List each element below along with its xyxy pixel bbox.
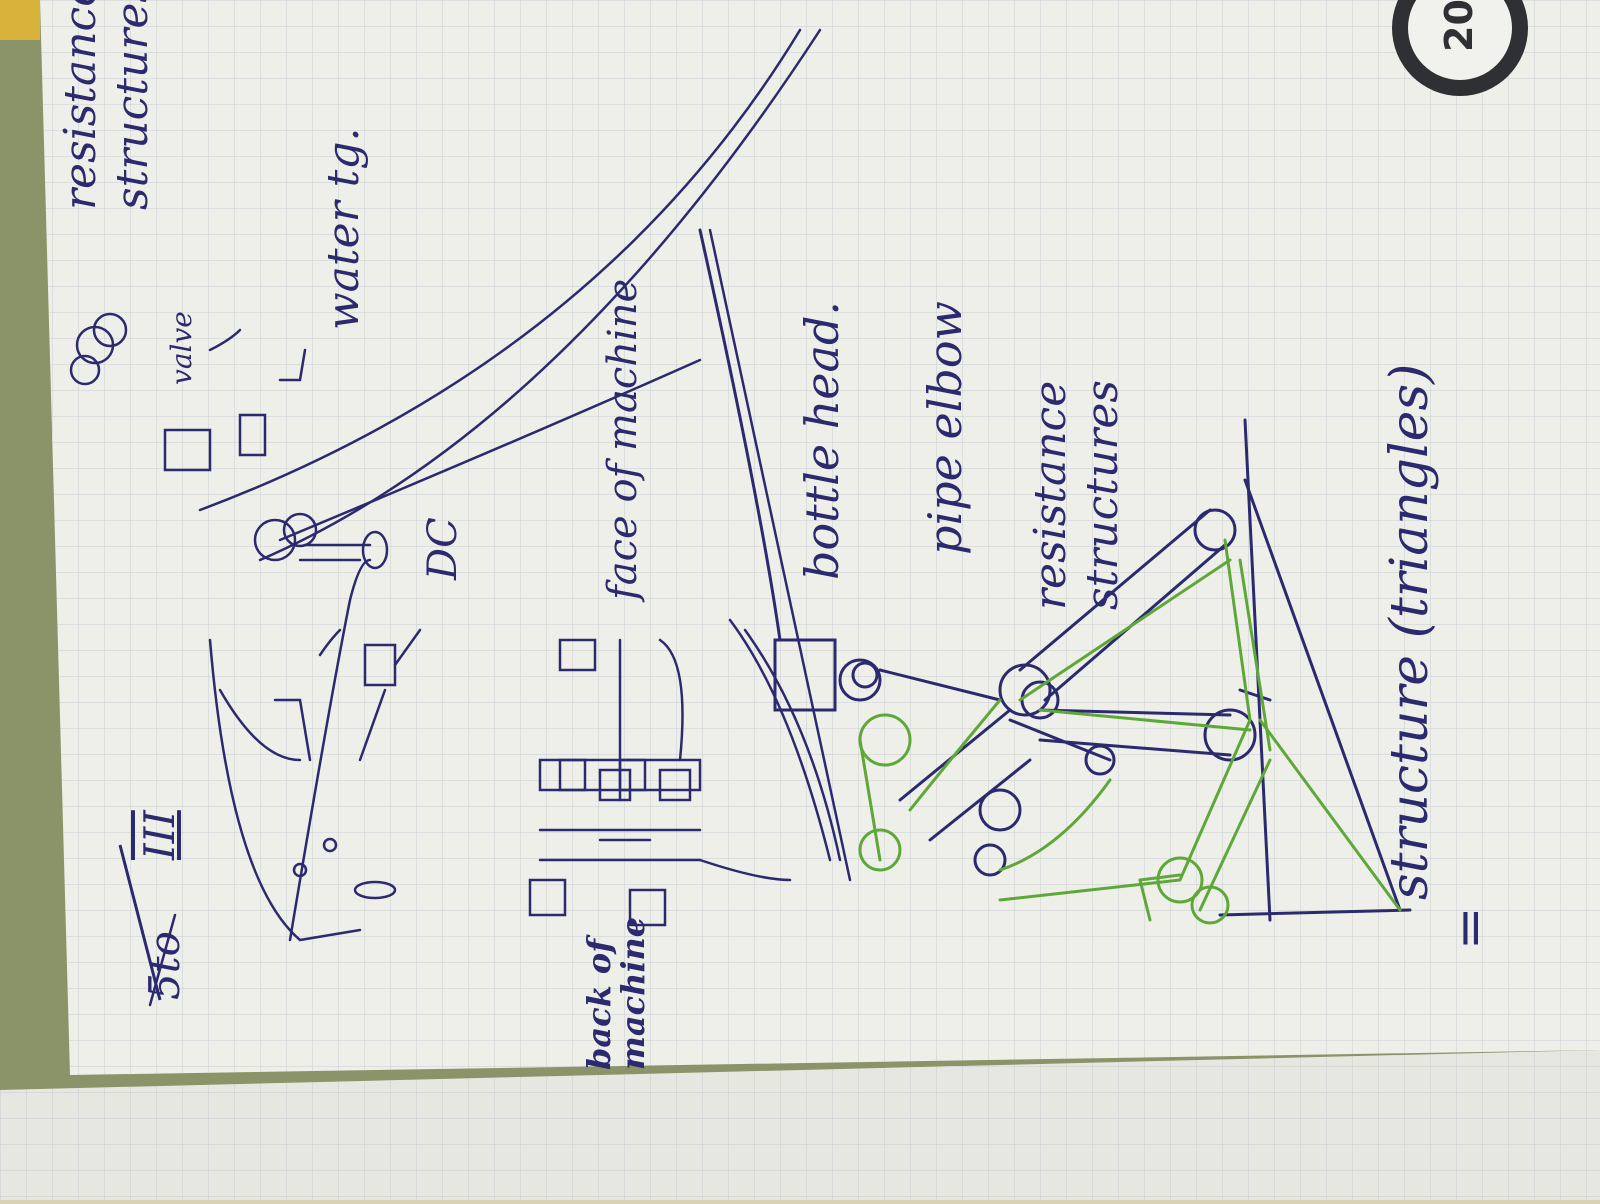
structure-triangles-label: structure (triangles) xyxy=(1380,363,1440,900)
bottle-head-label: bottle head. xyxy=(795,300,849,580)
step-roman-label: III xyxy=(135,810,184,860)
university-stamp: 200 xyxy=(1392,0,1528,96)
water-tank-label: water tg. xyxy=(318,127,369,330)
structure-green xyxy=(858,538,1402,925)
title-underlines xyxy=(118,844,162,1001)
resistance-structures-bottom-label: resistance structures xyxy=(1025,380,1128,610)
machine-sketch xyxy=(528,618,842,927)
pipe-elbow-label: pipe elbow xyxy=(918,301,972,555)
face-of-machine-label: face of machine xyxy=(600,278,646,600)
yellow-corner xyxy=(0,0,40,40)
dc-label: DC xyxy=(420,517,466,580)
pump-sketch xyxy=(69,28,852,1007)
structure-blue xyxy=(698,228,1412,922)
valve-label: valve xyxy=(165,311,198,385)
equals-sign-label: = xyxy=(1440,906,1500,950)
back-of-machine-label: back of machine xyxy=(580,916,652,1070)
resistance-structures-top-label: resistance structures xyxy=(55,0,158,210)
step-number-label: 5to xyxy=(140,931,189,1000)
svg-text:200: 200 xyxy=(1437,0,1481,52)
